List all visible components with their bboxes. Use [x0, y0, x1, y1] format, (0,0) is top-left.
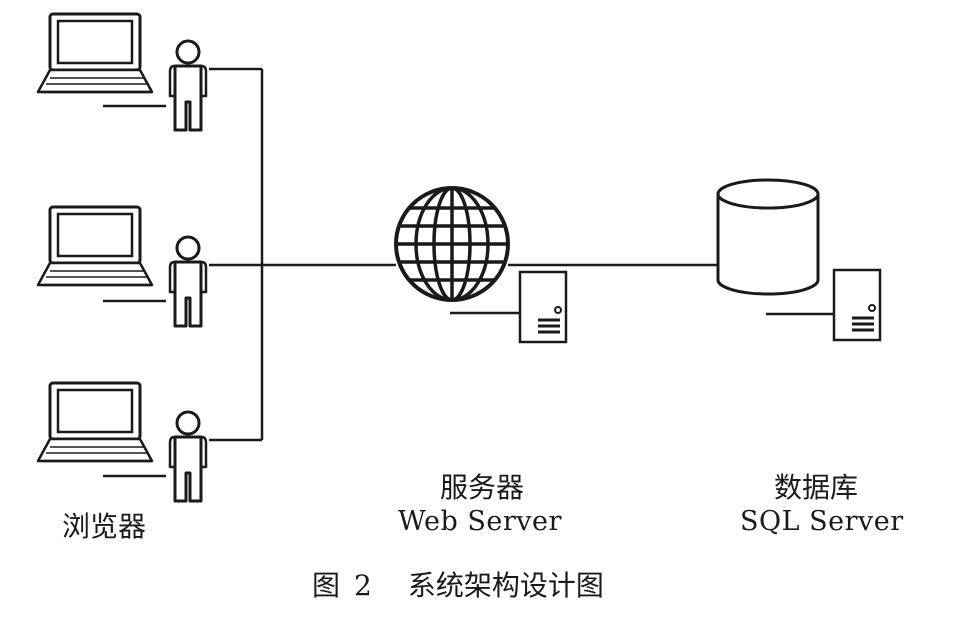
client-3 — [36, 381, 208, 503]
database-label-cn: 数据库 — [774, 471, 859, 504]
database-label-en: SQL Server — [740, 506, 904, 537]
database-cylinder-icon — [716, 178, 820, 296]
laptop-icon — [36, 205, 154, 287]
connection-lines — [103, 67, 834, 478]
web-server-label-en: Web Server — [398, 506, 562, 537]
person-icon — [168, 235, 208, 328]
laptop-icon — [36, 12, 154, 94]
clients-label: 浏览器 — [62, 510, 147, 543]
client-1 — [36, 12, 208, 132]
caption-title: 系统架构设计图 — [407, 569, 604, 602]
web-server-label-cn: 服务器 — [440, 471, 525, 504]
laptop-icon — [36, 381, 154, 463]
caption-prefix: 图 — [312, 569, 341, 602]
server-tower-icon — [832, 268, 882, 342]
server-tower-icon — [518, 270, 568, 344]
client-2 — [36, 205, 208, 328]
person-icon — [168, 410, 208, 503]
caption-number: 2 — [354, 569, 372, 602]
person-icon — [168, 39, 208, 132]
globe-icon — [394, 186, 510, 302]
